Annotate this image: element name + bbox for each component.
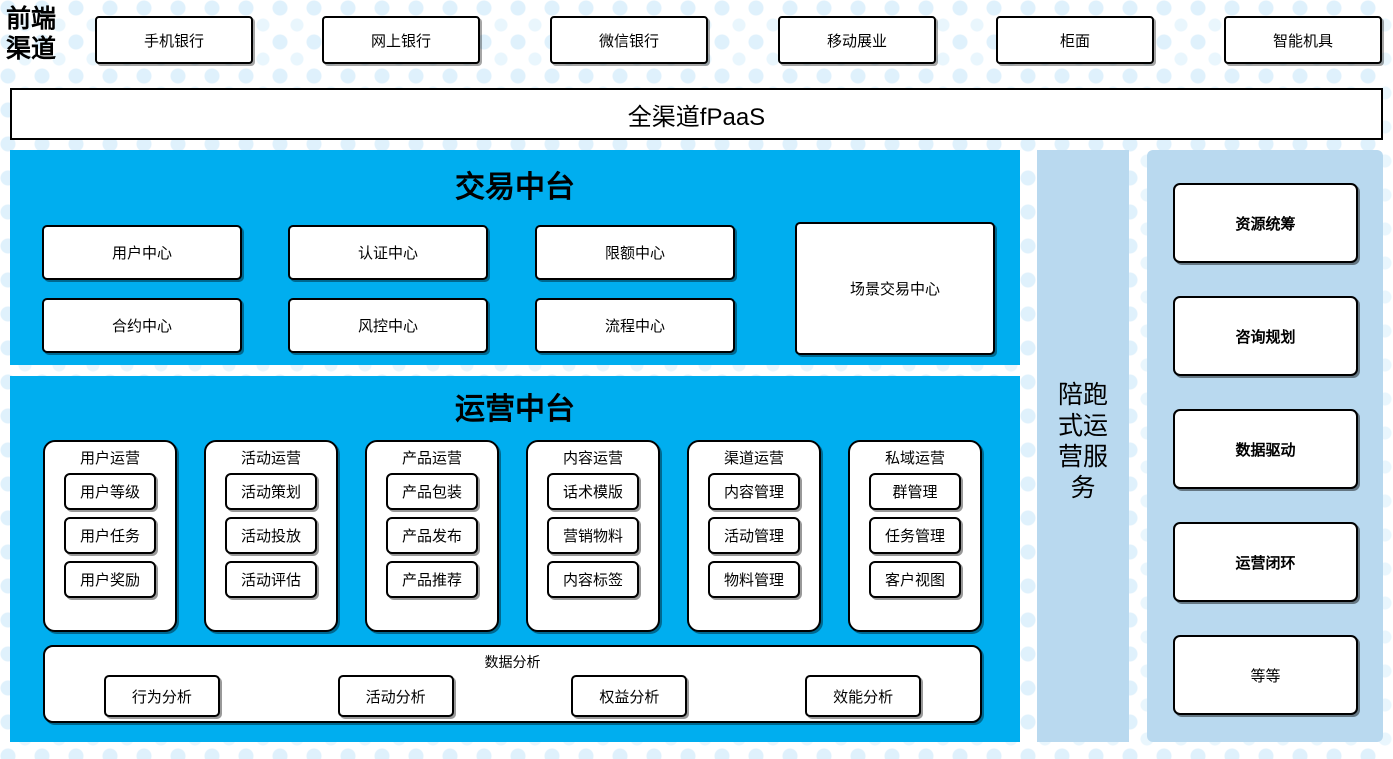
front-channel-label: 前端 渠道 <box>6 5 88 65</box>
channel-box-internet-bank[interactable]: 网上银行 <box>322 16 480 64</box>
transaction-center-box-process[interactable]: 流程中心 <box>535 298 735 353</box>
operation-item[interactable]: 物料管理 <box>708 561 800 598</box>
operation-item[interactable]: 产品包装 <box>386 473 478 510</box>
accompany-service-line2: 式运 <box>1057 412 1108 440</box>
accompany-service-line3: 营服 <box>1057 443 1108 471</box>
operation-item[interactable]: 活动管理 <box>708 517 800 554</box>
service-box-data-driven[interactable]: 数据驱动 <box>1173 409 1358 489</box>
service-label: 等等 <box>1250 667 1281 685</box>
channel-label: 智能机具 <box>1272 32 1333 50</box>
operation-item[interactable]: 话术模版 <box>547 473 639 510</box>
service-label: 资源统筹 <box>1235 215 1296 233</box>
operation-item[interactable]: 用户等级 <box>64 473 156 510</box>
operation-group-user[interactable]: 用户运营 用户等级 用户任务 用户奖励 <box>43 440 177 632</box>
box-label: 合约中心 <box>111 318 172 335</box>
transaction-center-box-auth[interactable]: 认证中心 <box>288 225 488 280</box>
operation-group-items: 群管理 任务管理 客户视图 <box>869 473 961 598</box>
transaction-center-box-contract[interactable]: 合约中心 <box>42 298 242 353</box>
operation-group-items: 内容管理 活动管理 物料管理 <box>708 473 800 598</box>
operation-item[interactable]: 营销物料 <box>547 517 639 554</box>
operation-group-private-domain[interactable]: 私域运营 群管理 任务管理 客户视图 <box>848 440 982 632</box>
transaction-center-box-limit[interactable]: 限额中心 <box>535 225 735 280</box>
accompany-service-label: 陪跑 式运 营服 务 <box>1037 380 1129 504</box>
accompany-service-line4: 务 <box>1070 474 1096 502</box>
operation-item[interactable]: 群管理 <box>869 473 961 510</box>
service-box-etc[interactable]: 等等 <box>1173 635 1358 715</box>
box-label: 场景交易中心 <box>849 281 940 298</box>
operation-group-product[interactable]: 产品运营 产品包装 产品发布 产品推荐 <box>365 440 499 632</box>
channel-label: 柜面 <box>1059 32 1090 50</box>
omnichannel-fpaas-bar[interactable]: 全渠道fPaaS <box>10 88 1383 140</box>
operation-item[interactable]: 活动策划 <box>225 473 317 510</box>
operation-group-items: 话术模版 营销物料 内容标签 <box>547 473 639 598</box>
channel-box-counter[interactable]: 柜面 <box>996 16 1154 64</box>
box-label: 流程中心 <box>604 318 665 335</box>
operation-group-items: 产品包装 产品发布 产品推荐 <box>386 473 478 598</box>
transaction-center-box-scene[interactable]: 场景交易中心 <box>795 222 995 355</box>
operation-item[interactable]: 内容标签 <box>547 561 639 598</box>
operation-group-items: 活动策划 活动投放 活动评估 <box>225 473 317 598</box>
service-box-consulting-planning[interactable]: 咨询规划 <box>1173 296 1358 376</box>
box-label: 用户中心 <box>111 245 172 262</box>
analysis-item[interactable]: 活动分析 <box>337 675 454 717</box>
accompany-service-line1: 陪跑 <box>1057 381 1108 409</box>
transaction-center-title: 交易中台 <box>455 171 575 204</box>
service-label: 运营闭环 <box>1235 554 1296 572</box>
operation-item[interactable]: 客户视图 <box>869 561 961 598</box>
operation-item[interactable]: 用户任务 <box>64 517 156 554</box>
operation-center-title: 运营中台 <box>455 393 575 426</box>
channel-box-mobile-business[interactable]: 移动展业 <box>778 16 936 64</box>
operation-item[interactable]: 任务管理 <box>869 517 961 554</box>
box-label: 限额中心 <box>604 245 665 262</box>
channel-box-wechat-bank[interactable]: 微信银行 <box>550 16 708 64</box>
operation-group-title: 内容运营 <box>562 450 623 467</box>
box-label: 风控中心 <box>357 318 418 335</box>
data-analysis-panel[interactable]: 数据分析 行为分析 活动分析 权益分析 效能分析 <box>43 645 982 723</box>
front-channel-label-line1: 前端 <box>6 6 57 33</box>
operation-group-title: 渠道运营 <box>723 450 784 467</box>
analysis-item[interactable]: 效能分析 <box>805 675 922 717</box>
channel-box-smart-machine[interactable]: 智能机具 <box>1224 16 1382 64</box>
operation-group-title: 产品运营 <box>401 450 462 467</box>
channel-label: 手机银行 <box>143 32 204 50</box>
box-label: 认证中心 <box>357 245 418 262</box>
transaction-center-box-riskcontrol[interactable]: 风控中心 <box>288 298 488 353</box>
analysis-item[interactable]: 行为分析 <box>103 675 220 717</box>
operation-group-items: 用户等级 用户任务 用户奖励 <box>64 473 156 598</box>
operation-group-title: 活动运营 <box>240 450 301 467</box>
operation-group-title: 私域运营 <box>884 450 945 467</box>
channel-label: 网上银行 <box>370 32 431 50</box>
omnichannel-fpaas-label: 全渠道fPaaS <box>627 103 766 131</box>
service-label: 数据驱动 <box>1235 441 1296 459</box>
operation-group-content[interactable]: 内容运营 话术模版 营销物料 内容标签 <box>526 440 660 632</box>
accompany-service-column: 陪跑 式运 营服 务 <box>1037 150 1129 742</box>
front-channel-label-line2: 渠道 <box>6 36 57 63</box>
channel-box-mobile-bank[interactable]: 手机银行 <box>95 16 253 64</box>
operation-item[interactable]: 产品推荐 <box>386 561 478 598</box>
operation-item[interactable]: 活动评估 <box>225 561 317 598</box>
service-box-resource-coordination[interactable]: 资源统筹 <box>1173 183 1358 263</box>
transaction-center-box-user[interactable]: 用户中心 <box>42 225 242 280</box>
operation-group-activity[interactable]: 活动运营 活动策划 活动投放 活动评估 <box>204 440 338 632</box>
data-analysis-title: 数据分析 <box>484 654 541 670</box>
service-label: 咨询规划 <box>1235 328 1296 346</box>
operation-item[interactable]: 内容管理 <box>708 473 800 510</box>
operation-item[interactable]: 产品发布 <box>386 517 478 554</box>
channel-label: 移动展业 <box>826 32 887 50</box>
channel-label: 微信银行 <box>598 32 659 50</box>
operation-group-title: 用户运营 <box>79 450 140 467</box>
operation-item[interactable]: 用户奖励 <box>64 561 156 598</box>
analysis-item[interactable]: 权益分析 <box>571 675 688 717</box>
data-analysis-items: 行为分析 活动分析 权益分析 效能分析 <box>45 675 980 717</box>
operation-item[interactable]: 活动投放 <box>225 517 317 554</box>
service-box-operation-closed-loop[interactable]: 运营闭环 <box>1173 522 1358 602</box>
operation-group-channel[interactable]: 渠道运营 内容管理 活动管理 物料管理 <box>687 440 821 632</box>
